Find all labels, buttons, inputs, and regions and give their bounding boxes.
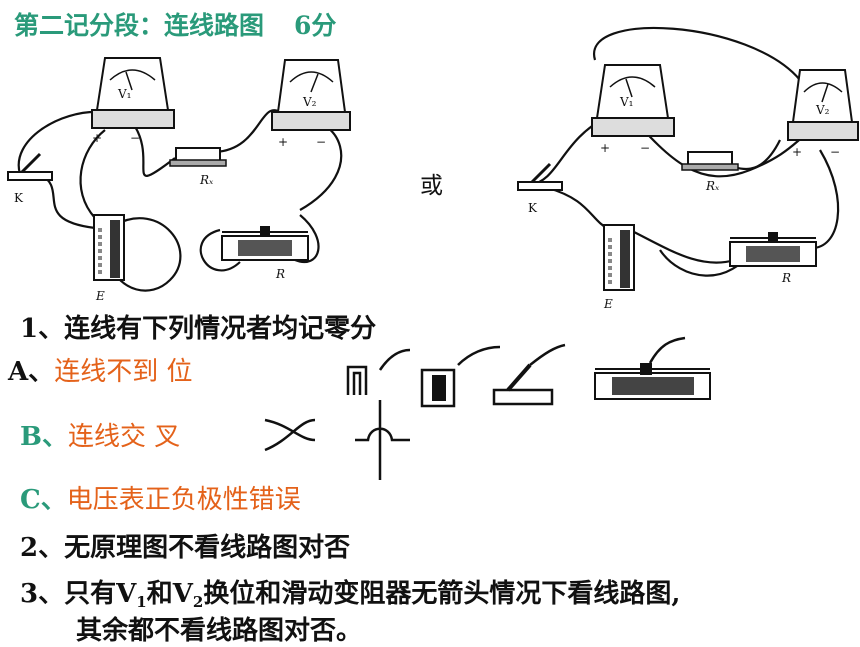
- rule-3-part-a: 3、只有V: [20, 579, 137, 609]
- score-text: 6分: [294, 11, 337, 40]
- switch-k-icon: [517, 162, 563, 191]
- rheostat-r-icon: [729, 232, 817, 267]
- rule-3-sub-1: 1: [136, 593, 147, 611]
- v2-label: V₂: [302, 95, 317, 109]
- rheostat-r-icon: [221, 226, 309, 261]
- or-label: 或: [420, 173, 443, 199]
- resistor-rx-icon: [169, 147, 227, 167]
- voltmeter-v2-icon: [787, 69, 859, 141]
- resistor-rx-icon: [681, 151, 739, 171]
- v1-plus-label: +: [600, 141, 610, 155]
- rule-3-sub-2: 2: [192, 593, 204, 611]
- rule-b-prefix: B、: [20, 422, 68, 452]
- crossing-wires-illustration: [264, 400, 410, 480]
- rule-b: B、连线交 叉: [20, 416, 180, 453]
- incomplete-wiring-illustration: [346, 336, 711, 408]
- v1-minus-label: −: [640, 141, 650, 155]
- battery-icon: [420, 345, 501, 408]
- rule-c-prefix: C、: [20, 485, 67, 515]
- voltmeter-v1-icon: [91, 57, 175, 129]
- r-label: R: [275, 267, 285, 281]
- title-text: 第二记分段：连线路图: [14, 11, 265, 40]
- rule-a-prefix: A、: [8, 357, 55, 387]
- rule-2: 2、无原理图不看线路图对否: [20, 533, 351, 563]
- e-label: E: [95, 289, 105, 303]
- rule-a: A、连线不到 位: [8, 351, 192, 388]
- circuit-diagram-left: V₁ + − V₂ + − Rₓ K E R: [7, 57, 351, 303]
- rule-1: 1、连线有下列情况者均记零分: [20, 314, 377, 344]
- v2-minus-label: −: [316, 135, 326, 149]
- v2-plus-label: +: [792, 145, 802, 159]
- terminal-icon: [346, 348, 411, 395]
- rule-b-text: 连线交 叉: [67, 422, 181, 452]
- rx-label: Rₓ: [705, 179, 720, 193]
- e-label: E: [603, 297, 613, 311]
- rule-3: 3、只有V1和V2换位和滑动变阻器无箭头情况下看线路图,: [20, 573, 680, 611]
- voltmeter-v1-icon: [591, 64, 675, 137]
- rule-3-part-c: 换位和滑动变阻器无箭头情况下看线路图,: [203, 579, 681, 609]
- v2-minus-label: −: [830, 145, 840, 159]
- k-label: K: [14, 191, 24, 205]
- v2-plus-label: +: [278, 135, 288, 149]
- v1-minus-label: −: [130, 131, 140, 145]
- rule-3-continued: 其余都不看线路图对否。: [76, 616, 363, 646]
- slide-title: 第二记分段：连线路图 6分: [14, 6, 336, 42]
- v2-label: V₂: [815, 103, 830, 117]
- rule-c: C、电压表正负极性错误: [20, 479, 301, 516]
- v1-label: V₁: [619, 95, 633, 109]
- battery-e-icon: [603, 224, 635, 291]
- rule-c-text: 电压表正负极性错误: [66, 485, 301, 515]
- v1-label: V₁: [117, 87, 131, 101]
- circuit-diagram-right: V₁ + − V₂ + − Rₓ K E R: [517, 26, 859, 311]
- voltmeter-v2-icon: [271, 59, 351, 131]
- v1-plus-label: +: [92, 131, 102, 145]
- r-label: R: [781, 271, 791, 285]
- rx-label: Rₓ: [199, 173, 214, 187]
- switch-icon: [492, 343, 566, 406]
- k-label: K: [528, 201, 538, 215]
- switch-k-icon: [7, 152, 53, 181]
- battery-e-icon: [93, 214, 125, 281]
- rule-3-part-b: 和V: [146, 579, 193, 609]
- rule-a-text: 连线不到 位: [54, 357, 193, 387]
- rheostat-icon: [594, 336, 711, 400]
